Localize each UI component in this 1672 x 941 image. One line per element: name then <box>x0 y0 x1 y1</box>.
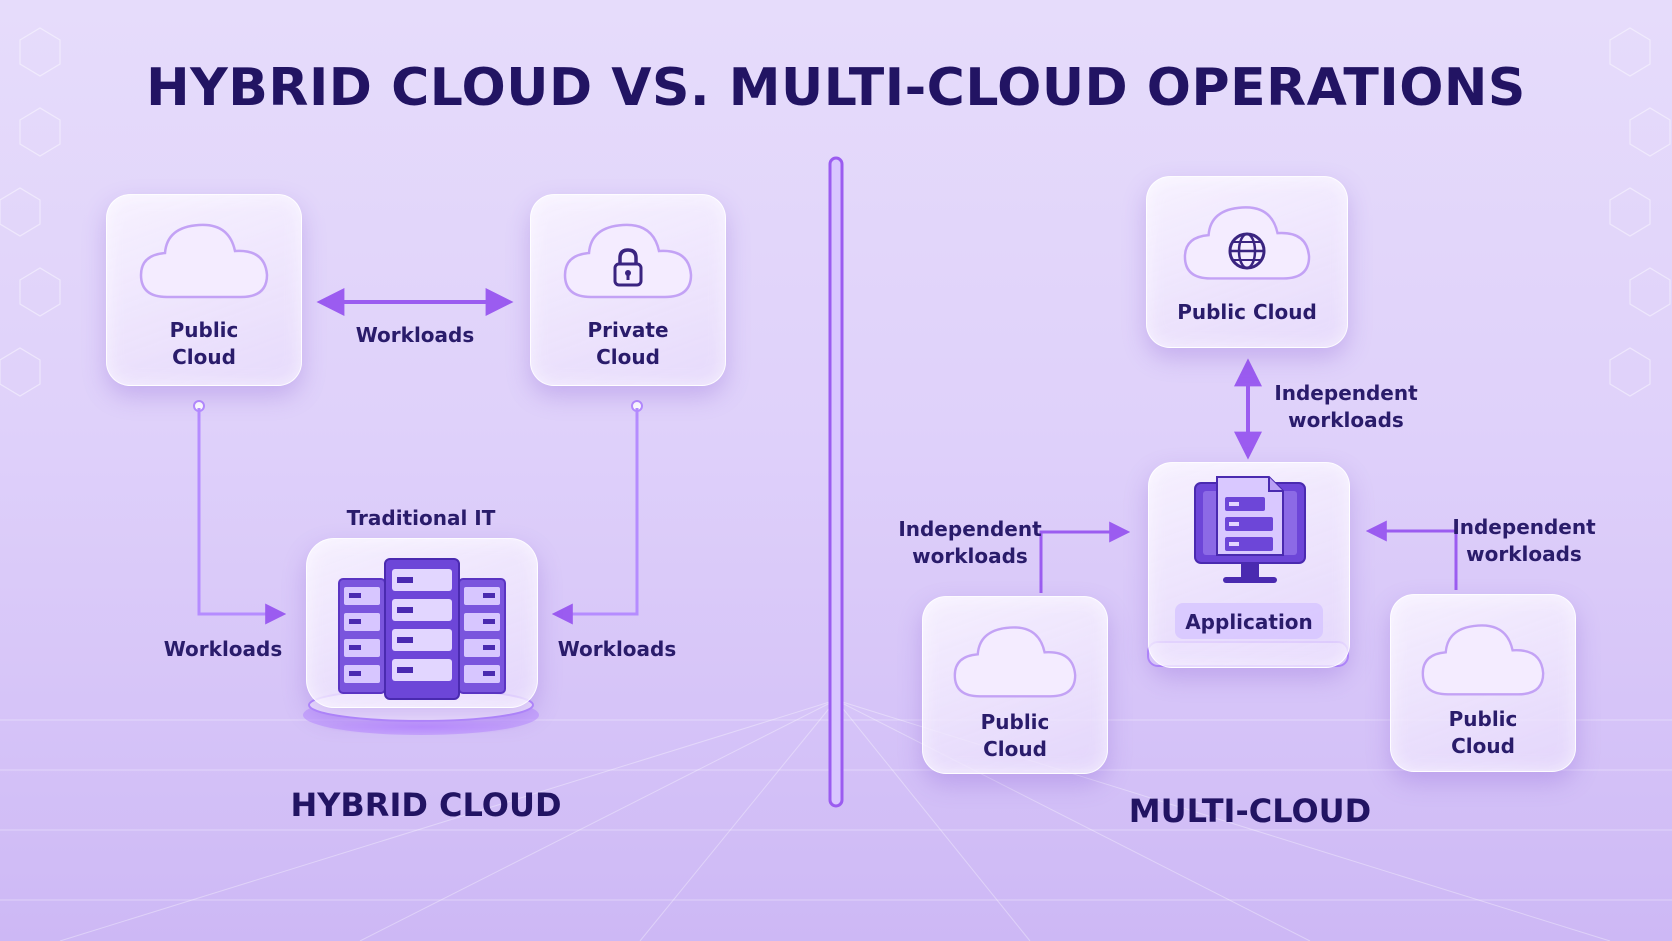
connector-private-traditional <box>551 408 639 625</box>
hybrid-link-label-left: Workloads <box>163 637 283 661</box>
center-divider <box>828 156 844 808</box>
multi-public-cloud-top-card: Public Cloud <box>1146 176 1348 348</box>
lock-icon <box>613 248 643 287</box>
page-title: HYBRID CLOUD VS. MULTI-CLOUD OPERATIONS <box>146 58 1526 118</box>
server-rack-icon <box>338 558 506 700</box>
multi-link-label-right: Independent workloads <box>1452 515 1596 566</box>
traditional-it-card <box>306 538 538 708</box>
multi-public-cloud-right-card: Public Cloud <box>1390 594 1576 772</box>
application-label-plate <box>1175 603 1323 639</box>
multi-cloud-heading: MULTI-CLOUD <box>1128 792 1372 830</box>
multi-link-label-left: Independent workloads <box>898 517 1042 568</box>
hybrid-cloud-heading: HYBRID CLOUD <box>290 786 562 824</box>
application-card: Application <box>1148 462 1350 668</box>
connector-right-application <box>1365 520 1458 590</box>
connector-left-application <box>1039 521 1131 593</box>
hybrid-public-cloud-label: Public Cloud <box>169 318 239 369</box>
hybrid-private-cloud-label: Private Cloud <box>587 318 669 369</box>
multi-public-cloud-right-label: Public Cloud <box>1448 707 1518 758</box>
cloud-icon <box>1421 624 1545 696</box>
traditional-it-label: Traditional IT <box>346 506 496 530</box>
hybrid-link-label-right: Workloads <box>557 637 677 661</box>
hybrid-private-cloud-card: Private Cloud <box>530 194 726 386</box>
cloud-icon <box>953 626 1077 698</box>
application-label: Application <box>1185 610 1313 634</box>
cloud-icon <box>563 223 693 299</box>
cloud-icon <box>139 223 269 299</box>
hybrid-public-cloud-card: Public Cloud <box>106 194 302 386</box>
globe-icon <box>1228 232 1266 270</box>
multi-public-cloud-left-card: Public Cloud <box>922 596 1108 774</box>
multi-public-cloud-top-label: Public Cloud <box>1177 300 1317 324</box>
application-monitor-icon <box>1194 476 1306 583</box>
multi-public-cloud-left-label: Public Cloud <box>980 710 1050 761</box>
hybrid-link-label-top: Workloads <box>355 323 475 347</box>
connector-public-traditional <box>197 408 287 625</box>
multi-link-label-top: Independent workloads <box>1274 381 1418 432</box>
